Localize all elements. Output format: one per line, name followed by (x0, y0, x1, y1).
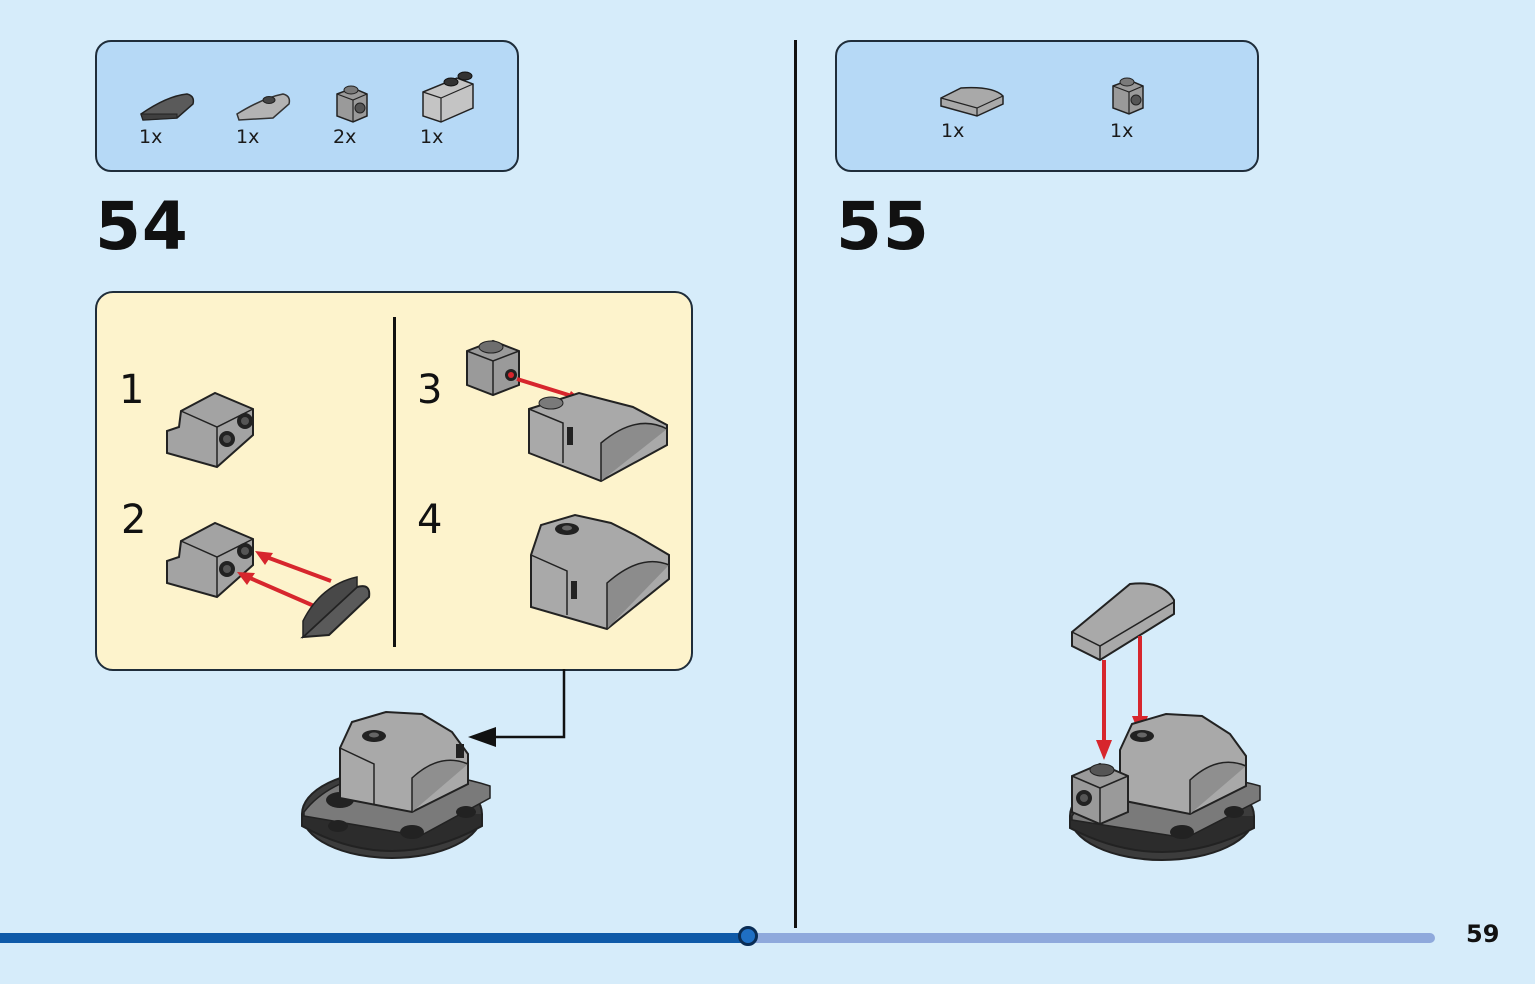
subassembly-callout: 1 2 3 4 (95, 291, 693, 671)
curved-slope-dark-icon (137, 86, 199, 126)
substep-number-4: 4 (417, 497, 443, 543)
substep-number-3: 3 (417, 367, 443, 413)
part-qty: 1x (1110, 120, 1134, 142)
parts-callout-step-55: 1x 1x (835, 40, 1259, 172)
curved-brick-double-stud-icon (417, 68, 481, 126)
step-number-55: 55 (836, 188, 930, 265)
substep-4-illustration (527, 511, 673, 637)
substep-3-illustration (461, 333, 673, 489)
subassembly-divider (393, 317, 396, 647)
model-step-55-illustration (1066, 580, 1266, 870)
part-qty: 1x (420, 126, 444, 148)
page-divider (794, 40, 797, 928)
subassembly-connector-arrow (464, 669, 568, 753)
step-number-54: 54 (95, 188, 189, 265)
progress-fill (0, 933, 750, 943)
substep-2-illustration (161, 517, 381, 651)
parts-callout-step-54: 1x 1x 2x 1x (95, 40, 519, 172)
curved-slope-tile-icon (937, 82, 1009, 120)
part-qty: 1x (139, 126, 163, 148)
substep-number-1: 1 (119, 367, 145, 413)
brick-1x1-stud-side-icon (331, 80, 373, 128)
model-step-54-illustration (300, 708, 496, 870)
part-qty: 1x (941, 120, 965, 142)
progress-knob (738, 926, 758, 946)
curved-plate-light-icon (233, 86, 295, 126)
part-qty: 1x (236, 126, 260, 148)
page-number: 59 (1466, 920, 1500, 948)
substep-1-illustration (161, 387, 271, 481)
part-qty: 2x (333, 126, 357, 148)
substep-number-2: 2 (121, 497, 147, 543)
brick-1x1-stud-side-icon (1107, 72, 1149, 120)
